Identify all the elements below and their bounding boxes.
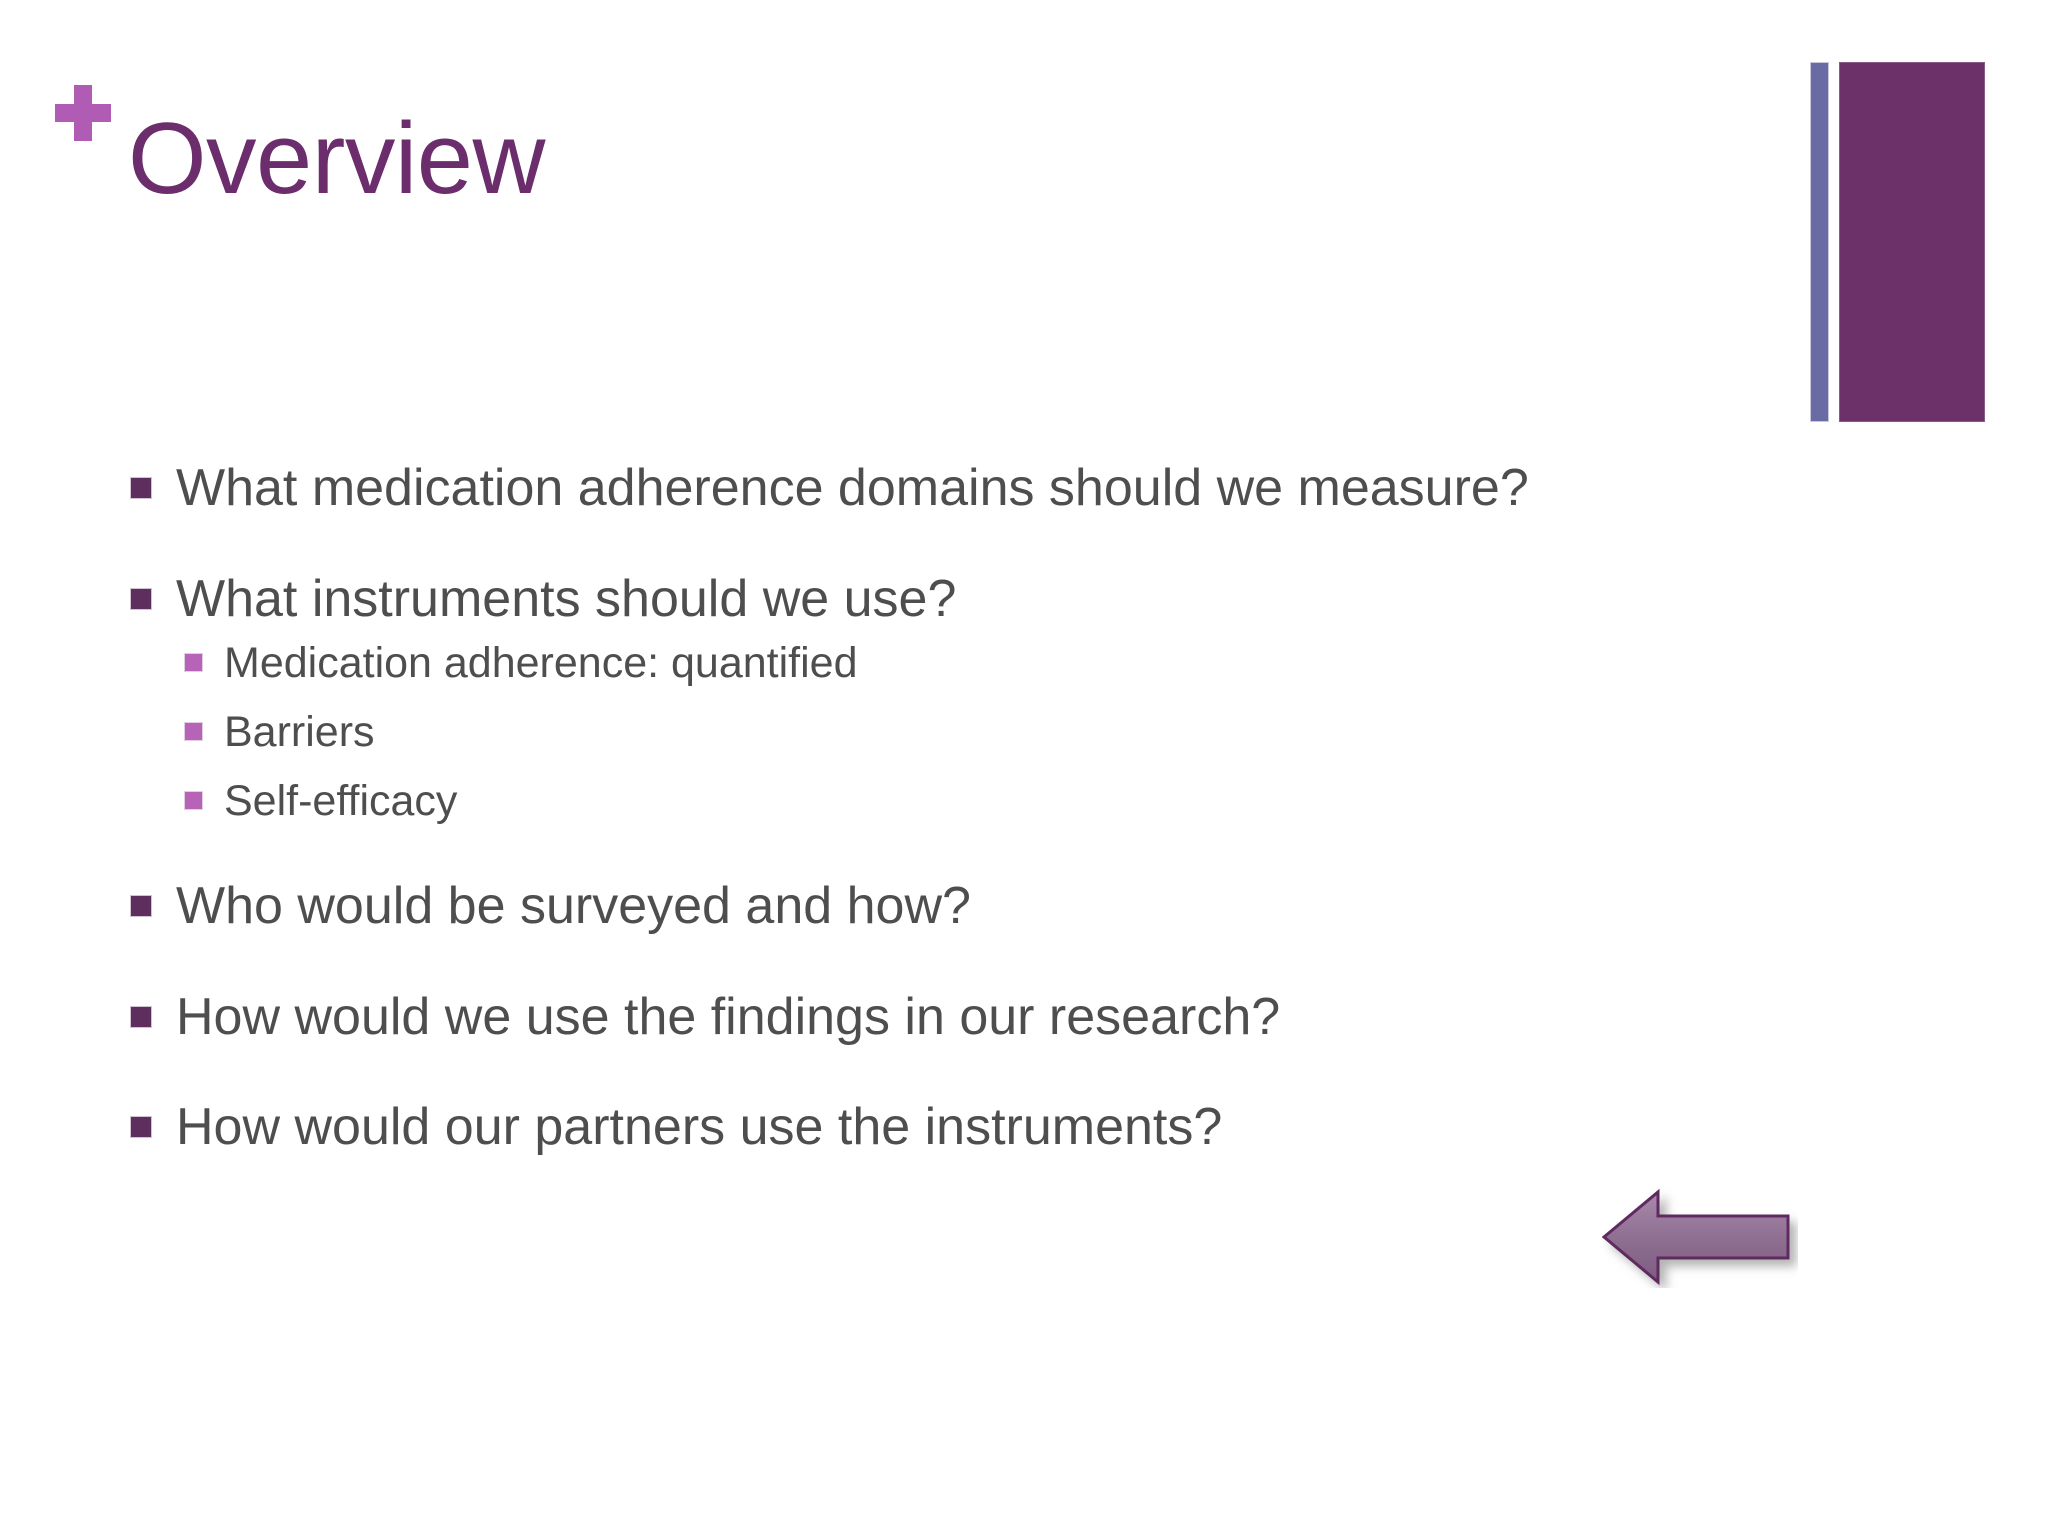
decorative-accent-bar — [1810, 62, 1829, 422]
bullet-square-icon — [130, 1005, 152, 1028]
bullet-square-icon — [130, 1116, 152, 1139]
bullet-item: What medication adherence domains should… — [130, 455, 1730, 522]
bullet-text: How would our partners use the instrumen… — [176, 1098, 1223, 1157]
bullet-text: What instruments should we use? — [176, 569, 957, 628]
sub-bullet-text: Self-efficacy — [224, 777, 458, 826]
left-arrow-icon — [1602, 1186, 1798, 1288]
sub-bullet-item: Self-efficacy — [184, 774, 1730, 829]
sub-bullet-text: Barriers — [224, 708, 375, 757]
bullet-item: How would our partners use the instrumen… — [130, 1094, 1730, 1161]
sub-bullet-item: Medication adherence: quantified — [184, 636, 1730, 691]
sub-bullet-text: Medication adherence: quantified — [224, 639, 858, 688]
bullet-square-icon — [184, 722, 203, 742]
bullet-item: Who would be surveyed and how? — [130, 873, 1730, 940]
bullet-square-icon — [130, 895, 152, 918]
bullet-text: What medication adherence domains should… — [176, 459, 1529, 517]
plus-icon — [55, 85, 111, 141]
bullet-square-icon — [184, 653, 203, 673]
bullet-square-icon — [184, 791, 203, 811]
bullet-list: What medication adherence domains should… — [130, 455, 1730, 1161]
sub-bullet-item: Barriers — [184, 705, 1730, 760]
bullet-square-icon — [130, 477, 152, 499]
bullet-item: What instruments should we use? — [130, 566, 1730, 633]
decorative-accent-block — [1839, 62, 1985, 422]
sub-bullet-group: Medication adherence: quantified Barrier… — [184, 636, 1730, 829]
bullet-square-icon — [130, 587, 152, 610]
bullet-text: How would we use the findings in our res… — [176, 987, 1281, 1046]
slide-title: Overview — [128, 103, 545, 215]
bullet-item: How would we use the findings in our res… — [130, 984, 1730, 1051]
bullet-text: Who would be surveyed and how? — [176, 877, 971, 936]
